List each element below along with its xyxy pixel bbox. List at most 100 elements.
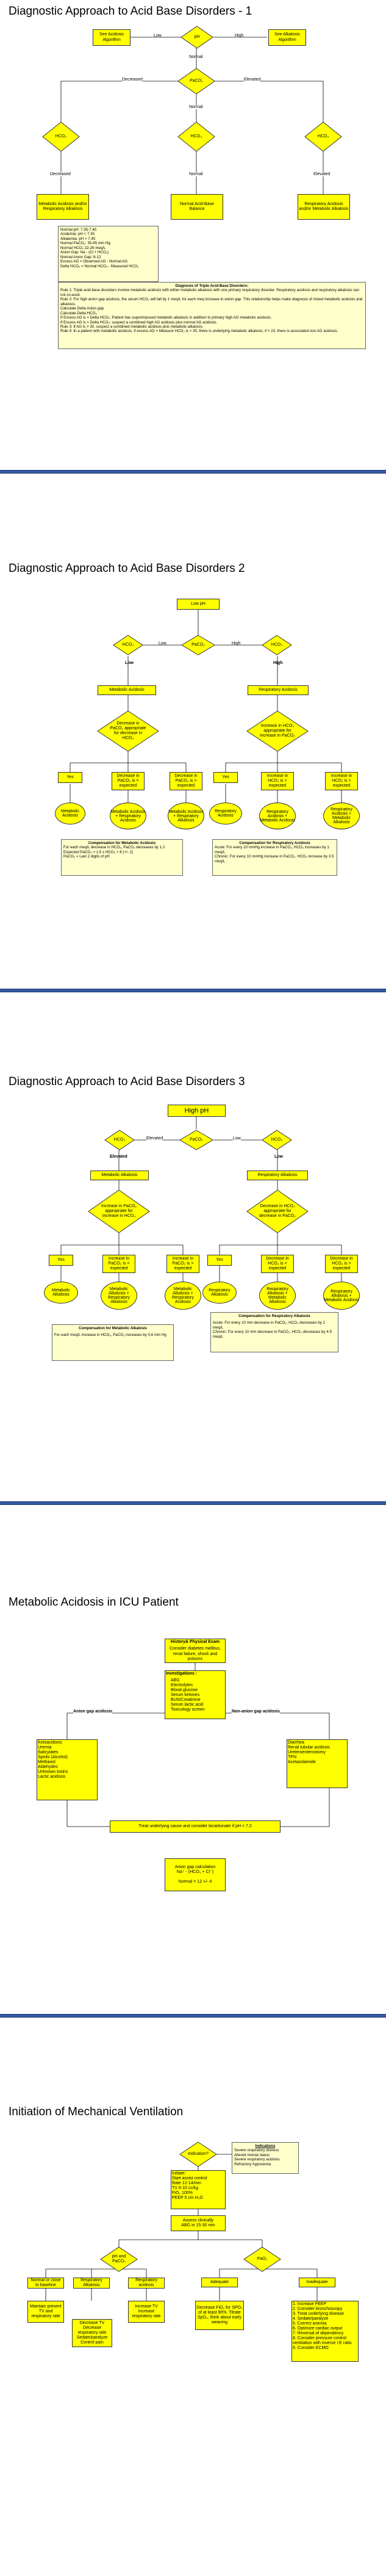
- slide-title: Diagnostic Approach to Acid Base Disorde…: [9, 5, 252, 18]
- hco3-decision-mid: HCO₃: [177, 121, 215, 152]
- label-elevated-2: Elevated: [313, 172, 331, 176]
- slide-title: Diagnostic Approach to Acid Base Disorde…: [9, 1075, 245, 1088]
- dec-hco3-less: Decrease in HCO₃ is < expected: [261, 1255, 294, 1273]
- assess-box: Assess clinically ABG in 15-30 min: [171, 2215, 226, 2231]
- comp-right-body: Acute: For every 10 mm decrease in PaCO₂…: [213, 1321, 332, 1339]
- metabolic-alkalosis-box: Metabolic Alkalosis: [90, 1171, 149, 1180]
- decrease-fio2-box: Decrease FiO₂ for SPO₂ of at least 90%. …: [195, 2301, 244, 2330]
- inadequate-actions-box: 1. Increase PEEP 2. Consider bronchoscop…: [291, 2301, 359, 2362]
- outcome-4: Respiratory Alkalosis: [202, 1282, 237, 1304]
- triple-disorder-title: Diagnosis of Triple Acid-Base Disorders:: [175, 284, 249, 288]
- label-low-2: Low: [274, 1155, 283, 1159]
- slide-icu-metabolic-acidosis: Metabolic Acidosis in ICU Patient Histor…: [0, 1541, 386, 2014]
- metabolic-acidosis-box: Metabolic Acidosis: [98, 685, 156, 695]
- see-acidosis-box: See Acidosis Algorithm: [93, 29, 130, 46]
- label-high: High: [235, 34, 244, 38]
- label-normal-3: Normal: [189, 172, 203, 176]
- indications-title: Indications: [255, 2144, 276, 2148]
- respiratory-alkalosis-box: Respiratory Alkalosis: [247, 1171, 308, 1180]
- label-low-2: Low: [125, 661, 134, 665]
- outcome-2: Metabolic Acidosis + Respiratory Acidosi…: [110, 803, 146, 829]
- indication-decision: Indication?: [179, 2141, 217, 2167]
- outcome-metabolic-acidosis: Metabolic Acidosis and/or Respiratory Al…: [37, 194, 89, 220]
- slide-acid-base-2: Diagnostic Approach to Acid Base Disorde…: [0, 510, 386, 989]
- hco3-decision-right: HCO₃: [304, 121, 342, 152]
- normal-baseline-box: Normal or close to baseline: [27, 2278, 64, 2289]
- label-low: Low: [154, 34, 162, 38]
- paco2-decision: PaCO₂: [179, 1130, 213, 1150]
- increase-tv-box: Increase TV Increase respiratory rate: [128, 2301, 165, 2323]
- inc-paco2-less: Increase in PaCO₂ is < expected: [102, 1255, 135, 1273]
- label-decreased: Decreased: [122, 78, 143, 82]
- outcome-6: Respiratory Alkalosis + Metabolic Acidos…: [323, 1282, 360, 1310]
- yes-right: Yes: [207, 1255, 232, 1266]
- label-anion-gap: Anion gap acidosis: [73, 1709, 113, 1714]
- label-elevated: Elevated: [146, 1136, 163, 1141]
- label-elevated-2: Elevated: [110, 1155, 127, 1159]
- outcome-5: Respiratory Alkalosis + Metabolic Alkalo…: [259, 1282, 296, 1310]
- slide-acid-base-3: Diagnostic Approach to Acid Base Disorde…: [0, 1025, 386, 1501]
- yes-left: Yes: [49, 1255, 73, 1266]
- connector-lines: [45, 2154, 318, 2301]
- triple-disorder-body: Rule 1: Triple acid-base disorders invol…: [60, 288, 363, 334]
- anion-gap-causes: Ketoacidosis Uremia Salicylates Spirits …: [37, 1739, 98, 1800]
- hco3-decision-right: HCO₃: [262, 635, 292, 655]
- left-compensation-decision: Decrease in PaCO₂ appropriate for decrea…: [97, 710, 159, 752]
- slide-divider: [0, 470, 386, 474]
- resp-acidosis-box: Respiratory acidosis: [128, 2278, 165, 2289]
- inc-hco3-less: Increase in HCO₃ is < expected: [261, 772, 294, 790]
- yes-left: Yes: [58, 772, 82, 783]
- inc-paco2-more: Increase in PaCO₂ is > expected: [166, 1255, 199, 1273]
- label-normal: Normal: [189, 55, 203, 59]
- indications-box: Indications Severe respiratory distress …: [232, 2142, 299, 2174]
- slide-divider: [0, 1501, 386, 1505]
- right-compensation-decision: Decrease in HCO₃ appropriate for decreas…: [246, 1189, 309, 1233]
- slide-title: Metabolic Acidosis in ICU Patient: [9, 1596, 179, 1609]
- history-physical-title: History& Physical Exam: [170, 1640, 220, 1645]
- outcome-3: Metabolic Alkalosis + Respiratory Acidos…: [165, 1282, 201, 1310]
- comp-left-body: For each meq/L decrease in HCO₃, PaCO₂ d…: [63, 845, 165, 859]
- resp-alkalosis-box: Respiratory Alkalosis: [73, 2278, 110, 2289]
- hco3-decision-right: HCO₃: [262, 1130, 292, 1150]
- comp-left-body: For each meq/L increase in HCO₃, PaCO₂ i…: [54, 1333, 166, 1338]
- label-normal-2: Normal: [189, 105, 203, 109]
- pao2-decision: PaO₂: [243, 2246, 281, 2272]
- comp-left-title: Compensation for Metabolic Acidosis: [88, 841, 156, 845]
- comp-metabolic-acidosis-box: Compensation for Metabolic Acidosis For …: [61, 839, 183, 876]
- triple-disorder-box: Diagnosis of Triple Acid-Base Disorders:…: [58, 282, 366, 349]
- comp-right-body: Acute: For every 10 mmHg increase in PaC…: [215, 845, 334, 864]
- initiate-box: Initiate: Start assist control Rate 12-1…: [171, 2170, 226, 2209]
- treat-box: Treat underlying cause and consider bica…: [110, 1820, 281, 1833]
- hco3-decision: HCO₃: [104, 1130, 135, 1150]
- outcome-1: Metabolic Alkalosis: [44, 1282, 78, 1304]
- hco3-decision-left: HCO₃: [42, 121, 80, 152]
- outcome-3: Metabolic Acidosis + Respiratory Alkalos…: [168, 803, 204, 829]
- adequate-box: Adequate: [201, 2278, 238, 2287]
- label-decreased-2: Decreased: [50, 172, 71, 176]
- investigations-list: ABG Electrolytes Blood glucose Serum ket…: [171, 1678, 205, 1712]
- label-high: High: [232, 641, 241, 646]
- history-physical-box: History& Physical Exam Consider diabetes…: [165, 1639, 226, 1663]
- label-elevated: Elevated: [244, 78, 261, 82]
- anion-gap-calc-box: Anion gap calculation Na⁺ - (HCO₃ + Cl⁻)…: [165, 1858, 226, 1891]
- connector-lines: [70, 608, 342, 803]
- ph-decision: pH: [180, 26, 213, 49]
- slide-divider: [0, 989, 386, 992]
- outcome-4: Respiratory Acidosis: [209, 803, 242, 824]
- indications-list: Severe respiratory distress Altered ment…: [234, 2148, 280, 2167]
- slide-title: Diagnostic Approach to Acid Base Disorde…: [9, 562, 245, 575]
- dec-hco3-more: Decrease in HCO₃ is > expected: [325, 1255, 358, 1273]
- outcome-2: Metabolic Alkalosis + Respiratory Alkalo…: [101, 1282, 137, 1310]
- decrease-rate-box: Decrease TV Decrease respiratory rate Se…: [72, 2319, 112, 2347]
- comp-respiratory-acidosis-box: Compensation for Respiratory Acidosis Ac…: [212, 839, 337, 876]
- comp-metabolic-alkalosis-box: Compensation for Metabolic Alkalosis For…: [52, 1324, 174, 1361]
- comp-right-title: Compensation for Respiratory Acidosis: [239, 841, 310, 845]
- normal-values-box: Normal pH: 7.35-7.45 Acidemia: pH < 7.35…: [58, 226, 159, 282]
- dec-paco2-less: Decrease in PaCO₂ is < expected: [112, 772, 145, 790]
- label-high-2: High: [273, 661, 283, 665]
- comp-left-title: Compensation for Metabolic Alkalosis: [79, 1326, 147, 1330]
- left-compensation-decision: Increase in PaCO₂ appropriate for increa…: [88, 1189, 150, 1233]
- comp-respiratory-alkalosis-box: Compensation for Respiratory Alkalosis A…: [210, 1312, 338, 1352]
- consider-text: Consider diabetes mellitus, renal failur…: [169, 1647, 221, 1661]
- paco2-decision: PaCO₂: [181, 635, 215, 655]
